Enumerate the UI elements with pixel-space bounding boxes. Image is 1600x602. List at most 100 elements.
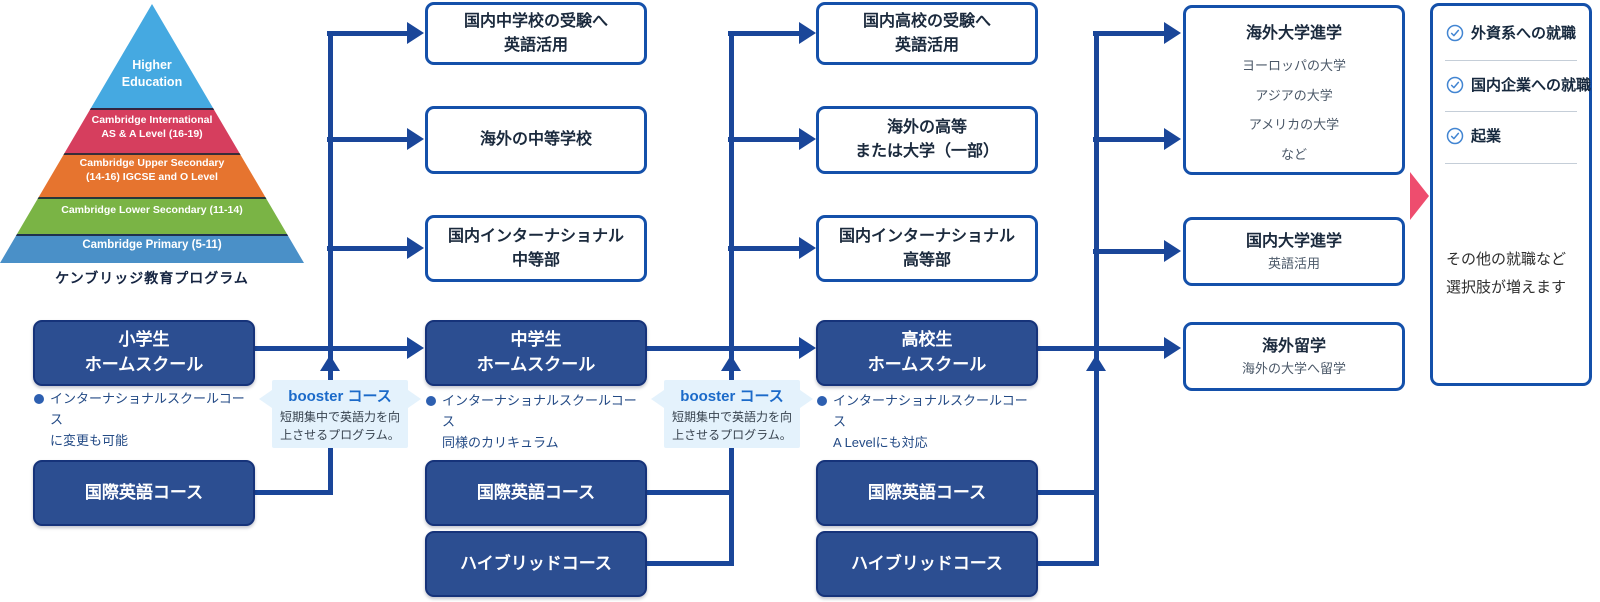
connector-line — [728, 137, 799, 142]
arrow-right-icon — [407, 237, 424, 259]
box-label: ホームスクール — [476, 355, 596, 374]
connector-line — [728, 31, 799, 36]
connector-line — [728, 246, 799, 251]
pink-arrow-icon — [1410, 172, 1429, 220]
check-circle-icon — [1446, 24, 1464, 41]
outcome-junior-intl: 国内インターナショナル 中等部 — [425, 215, 647, 282]
outcome-senior-exam: 国内高校の受験へ 英語活用 — [816, 2, 1038, 65]
booster-callout-2: booster コース 短期集中で英語力を向 上させるプログラム。 — [651, 380, 813, 448]
booster-body: 短期集中で英語力を向 上させるプログラム。 — [279, 409, 400, 442]
pyramid-band-lower-secondary — [0, 197, 304, 234]
box-label: 高校生 — [901, 330, 953, 350]
arrow-right-icon — [407, 22, 424, 44]
divider — [1445, 163, 1577, 164]
pyramid-level-label: Cambridge Lower Secondary (11-14) — [61, 204, 243, 216]
connector-line — [1093, 31, 1164, 36]
outcome-line: 高等部 — [902, 251, 951, 269]
outcome-line: 国内高校の受験へ — [862, 12, 991, 30]
bullet-icon — [34, 394, 44, 404]
booster-callout-1: booster コース 短期集中で英語力を向 上させるプログラム。 — [259, 380, 421, 448]
outcome-univ-abroad: 海外大学進学 ヨーロッパの大学 アジアの大学 アメリカの大学 など — [1183, 5, 1405, 175]
connector-line — [255, 346, 407, 351]
course-box-hybrid-senior: ハイブリッドコース — [816, 531, 1038, 597]
check-circle-icon — [1446, 127, 1464, 144]
connector-line — [1038, 561, 1098, 566]
box-label: 国際英語コース — [476, 482, 596, 502]
homeschool-box-senior: 高校生 ホームスクール — [816, 320, 1038, 386]
outcome-line: 国内中学校の受験へ — [463, 12, 608, 30]
outcome-study-abroad: 海外留学 海外の大学へ留学 — [1183, 322, 1405, 391]
arrow-right-icon — [407, 128, 424, 150]
connector-line — [647, 490, 733, 495]
booster-title: booster コース — [680, 387, 784, 405]
check-circle-icon — [1446, 76, 1464, 93]
connector-line — [1038, 490, 1098, 495]
outcome-junior-abroad: 海外の中等学校 — [425, 106, 647, 174]
arrow-right-icon — [1164, 22, 1181, 44]
divider — [1445, 111, 1577, 112]
outcome-line: 海外の中等学校 — [479, 131, 592, 148]
outcome-line: 中等部 — [511, 251, 560, 269]
note-senior: インターナショナルスクールコース A Levelにも対応 — [816, 391, 1036, 453]
connector-line — [327, 137, 407, 142]
bullet-icon — [817, 396, 827, 406]
arrow-right-icon — [1164, 240, 1181, 262]
box-label: ハイブリッドコース — [851, 553, 1003, 573]
callout-pointer-left — [259, 390, 272, 408]
arrow-up-icon — [1086, 355, 1106, 371]
connector-line — [1094, 31, 1099, 566]
arrow-up-icon — [320, 355, 340, 371]
box-label: 小学生 — [118, 330, 170, 350]
connector-line — [255, 490, 333, 495]
connector-line — [1093, 137, 1164, 142]
arrow-right-icon — [799, 337, 816, 359]
arrow-right-icon — [407, 337, 424, 359]
outcome-line: 国内インターナショナル — [447, 227, 624, 245]
course-box-intl-senior: 国際英語コース — [816, 460, 1038, 526]
course-box-intl-junior: 国際英語コース — [425, 460, 647, 526]
outcome-title: 海外大学進学 — [1245, 25, 1342, 42]
note-line: インターナショナルスクールコース — [833, 393, 1028, 429]
arrow-right-icon — [799, 237, 816, 259]
note-junior: インターナショナルスクールコース 同様のカリキュラム — [425, 391, 645, 453]
box-label: 中学生 — [510, 330, 562, 350]
note-line: に変更も可能 — [50, 432, 129, 448]
connector-line — [647, 561, 733, 566]
bullet-icon — [426, 396, 436, 406]
callout-pointer-left — [651, 390, 664, 408]
career-panel: 外資系への就職 国内企業への就職 起業 その他の就職など 選択肢が増えます — [1430, 3, 1592, 386]
note-line: インターナショナルスクールコース — [442, 393, 637, 429]
arrow-right-icon — [1164, 337, 1181, 359]
pyramid-caption: ケンブリッジ教育プログラム — [55, 270, 249, 286]
box-label: ホームスクール — [867, 355, 987, 374]
course-box-intl-elementary: 国際英語コース — [33, 460, 255, 526]
connector-line — [1093, 249, 1164, 254]
career-item: 起業 — [1446, 125, 1501, 146]
booster-body: 短期集中で英語力を向 上させるプログラム。 — [671, 409, 792, 442]
outcome-line: 国内インターナショナル — [838, 227, 1015, 245]
homeschool-box-elementary: 小学生 ホームスクール — [33, 320, 255, 386]
connector-line — [328, 31, 333, 495]
outcome-line: 英語活用 — [894, 36, 959, 54]
connector-line — [1038, 346, 1164, 351]
note-line: インターナショナルスクールコース — [50, 391, 245, 427]
outcome-item: アメリカの大学 — [1248, 117, 1340, 132]
career-item: 外資系への就職 — [1446, 22, 1576, 43]
connector-line — [647, 346, 799, 351]
outcome-line: 海外の高等 — [886, 119, 967, 136]
box-label: ホームスクール — [84, 355, 204, 374]
career-item-label: 国内企業への就職 — [1471, 77, 1592, 94]
connector-line — [327, 31, 407, 36]
arrow-up-icon — [721, 355, 741, 371]
box-label: 国際英語コース — [867, 482, 987, 502]
career-item-label: 外資系への就職 — [1471, 25, 1577, 42]
arrow-right-icon — [799, 22, 816, 44]
outcome-univ-domestic: 国内大学進学 英語活用 — [1183, 217, 1405, 286]
callout-pointer-right — [800, 390, 813, 408]
note-line: A Levelにも対応 — [833, 434, 928, 450]
homeschool-box-junior: 中学生 ホームスクール — [425, 320, 647, 386]
